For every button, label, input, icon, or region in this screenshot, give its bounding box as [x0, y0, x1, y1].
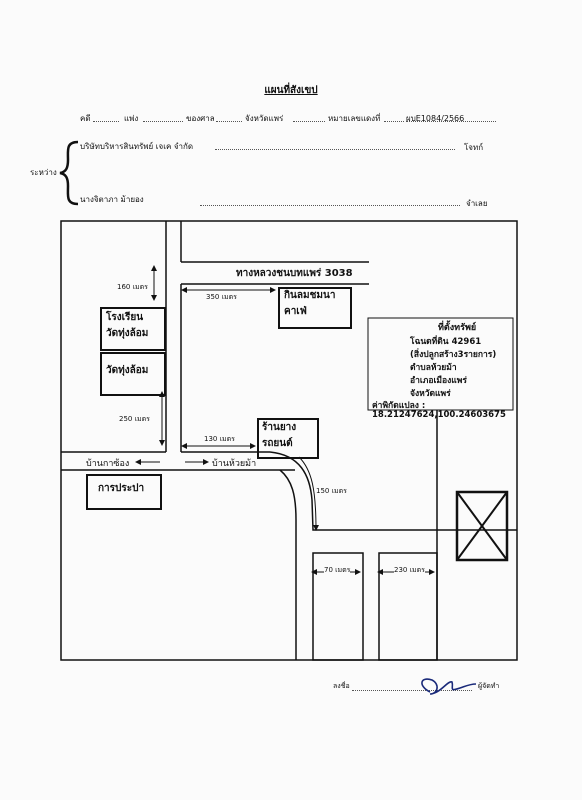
cafe-label-1: กินลมชมนา	[284, 290, 336, 301]
village-right-label: บ้านห้วยม้า	[212, 459, 257, 469]
property-title: ที่ตั้งทรัพย์	[438, 323, 477, 333]
waterworks-label: การประปา	[98, 483, 145, 494]
case-type: แพ่ง	[124, 114, 139, 123]
distance-350: 350 เมตร	[206, 293, 237, 301]
case-label: คดี	[80, 114, 91, 123]
plaintiff-role: โจทก์	[464, 143, 484, 152]
document-title: แผนที่สังเขป	[264, 85, 318, 96]
tire-shop-label-2: รถยนต์	[262, 438, 293, 449]
property-buildings: (สิ่งปลูกสร้าง3รายการ)	[410, 350, 497, 360]
village-left-label: บ้านกาซ้อง	[86, 459, 130, 469]
property-subdistrict: ตำบลห้วยม้า	[410, 363, 457, 373]
court-label: ของศาล	[186, 114, 215, 123]
cafe-box	[278, 287, 352, 329]
property-marker	[455, 490, 509, 562]
defendant-role: จำเลย	[466, 199, 488, 208]
school-label-2: วัดทุ่งล้อม	[106, 328, 149, 339]
red-no-label: หมายเลขแดงที่	[328, 114, 381, 123]
temple-box	[100, 352, 166, 396]
waterworks-box	[86, 474, 162, 510]
distance-70: 70 เมตร	[324, 565, 351, 576]
distance-150: 150 เมตร	[316, 487, 347, 495]
sign-label: ลงชื่อ	[333, 682, 350, 690]
defendant-name: นางจิตาภา ม้ายอง	[80, 195, 144, 204]
signature-role: ผู้จัดทำ	[478, 682, 500, 690]
road-name-label: ทางหลวงชนบทแพร่ 3038	[236, 268, 353, 279]
tire-shop-label-1: ร้านยาง	[262, 422, 297, 433]
map-frame	[60, 220, 518, 661]
coord-value: 18.21247624,100.24603675	[372, 410, 506, 420]
property-province: จังหวัดแพร่	[410, 389, 451, 399]
cafe-label-2: คาเฟ่	[284, 306, 307, 317]
distance-250: 250 เมตร	[119, 415, 150, 423]
distance-130: 130 เมตร	[204, 435, 235, 443]
school-label-1: โรงเรียน	[106, 312, 144, 323]
distance-160: 160 เมตร	[117, 283, 148, 291]
school-box	[100, 307, 166, 351]
red-case-number: ผบE1084/2566	[406, 114, 465, 123]
distance-230: 230 เมตร	[394, 565, 425, 576]
between-label: ระหว่าง	[30, 168, 57, 177]
coord-label: ค่าพิกัดแปลง :	[372, 401, 426, 411]
tire-shop-box	[257, 418, 319, 459]
plaintiff-name: บริษัทบริหารสินทรัพย์ เจเค จำกัด	[80, 142, 194, 151]
court-name: จังหวัดแพร่	[245, 114, 284, 123]
property-district: อำเภอเมืองแพร่	[410, 376, 467, 386]
temple-label: วัดทุ่งล้อม	[106, 365, 149, 376]
property-deed: โฉนดที่ดิน 42961	[410, 337, 482, 347]
